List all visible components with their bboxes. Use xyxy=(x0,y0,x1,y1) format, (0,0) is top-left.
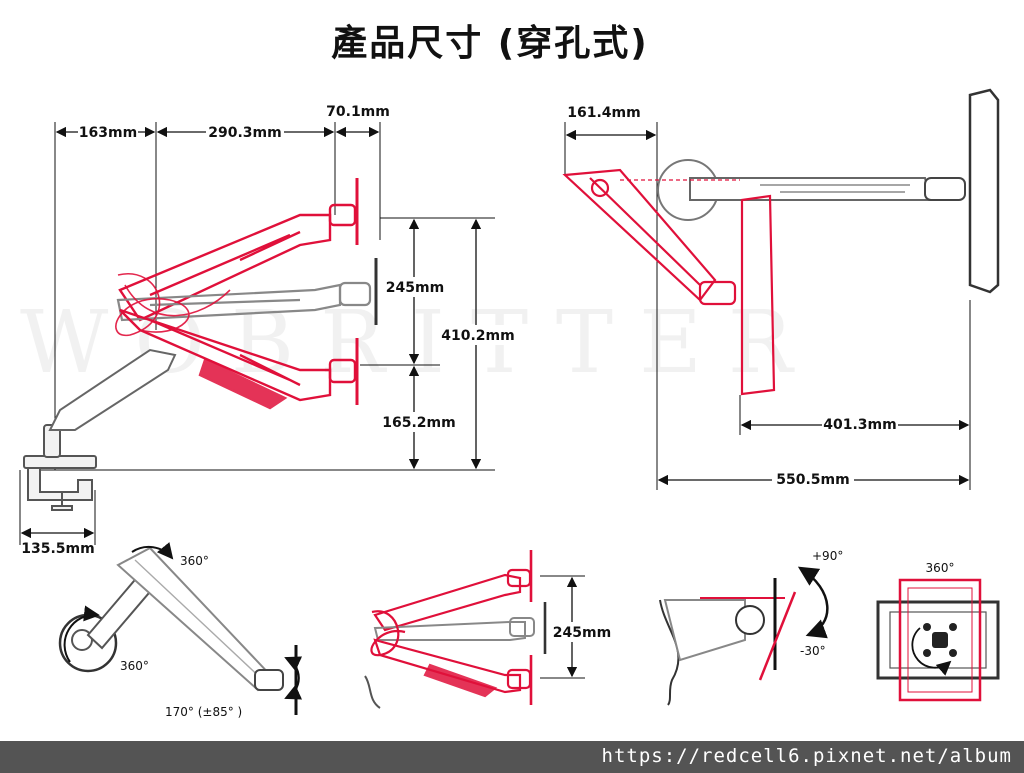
dim-label-245: 245mm xyxy=(386,280,444,296)
label-bg xyxy=(772,469,854,489)
dim-label-550: 550.5mm xyxy=(776,472,849,488)
arm-detail xyxy=(134,559,266,683)
arm-detail xyxy=(760,184,910,193)
swivel-arrow-top xyxy=(131,542,174,560)
label-bg xyxy=(822,414,898,434)
tilt-view: +90° -30° xyxy=(659,549,843,706)
dim-label-165: 165.2mm xyxy=(382,415,455,431)
vesa-joint xyxy=(924,177,966,201)
angle-swivel-top: 360° xyxy=(180,554,209,568)
swivel-view: 360° 360° 170° (±85° ) xyxy=(58,542,303,719)
tilt-pole xyxy=(659,599,680,706)
label-bg xyxy=(440,325,516,345)
tilt-arm xyxy=(663,599,746,662)
tilt-arrow xyxy=(284,656,303,700)
dim-label-lift: 245mm xyxy=(553,625,611,641)
label-bg xyxy=(382,412,454,432)
lift-pole xyxy=(364,675,381,709)
desk-clamp xyxy=(23,424,97,511)
tilt-arc-arrow xyxy=(797,566,829,639)
upper-arm-middle xyxy=(116,258,378,325)
head-joint xyxy=(254,669,284,691)
top-view: 161.4mm 401.3mm xyxy=(562,88,1000,490)
vesa-plate-icon xyxy=(923,623,957,657)
tilt-joint xyxy=(735,605,765,635)
angle-tilt-down: -30° xyxy=(800,644,826,658)
dim-label-135: 135.5mm xyxy=(21,541,94,557)
upper-arm-top xyxy=(118,178,359,322)
lift-arm-bottom xyxy=(370,610,533,705)
angle-tilt-up: +90° xyxy=(812,549,843,563)
arm-scribble xyxy=(115,273,231,336)
rotate-view: 360° xyxy=(876,561,1000,702)
dim-label-401: 401.3mm xyxy=(823,417,896,433)
swivel-arrow-base xyxy=(63,605,100,663)
angle-rotate: 360° xyxy=(926,561,955,575)
diagram-canvas: WOBRITTER 163mm 290.3mm 70.1mm 245 xyxy=(19,88,1000,719)
label-bg xyxy=(548,622,610,642)
monitor-portrait-inner xyxy=(907,587,973,693)
monitor-extended xyxy=(968,88,1000,294)
dim-label-70: 70.1mm xyxy=(326,104,390,120)
page-title: 產品尺寸 (穿孔式) xyxy=(331,23,649,64)
monitor-tilted xyxy=(758,591,797,681)
footer-bar: https://redcell6.pixnet.net/album xyxy=(0,741,1024,773)
dim-label-410: 410.2mm xyxy=(441,328,514,344)
side-view: 163mm 290.3mm 70.1mm 245mm 165.2mm 410.2… xyxy=(19,104,516,557)
dim-label-290: 290.3mm xyxy=(208,125,281,141)
footer-url: https://redcell6.pixnet.net/album xyxy=(601,745,1012,767)
lift-arm-top xyxy=(373,550,533,632)
rotate-arrow xyxy=(911,627,952,676)
folded-arm xyxy=(562,168,776,396)
dim-label-163: 163mm xyxy=(79,125,137,141)
dim-label-161: 161.4mm xyxy=(567,105,640,121)
lift-view: 245mm xyxy=(364,550,611,709)
lower-arm xyxy=(48,348,177,431)
label-bg xyxy=(78,122,138,140)
label-bg xyxy=(384,277,446,297)
angle-tilt-head: 170° (±85° ) xyxy=(165,705,242,719)
angle-swivel-base: 360° xyxy=(120,659,149,673)
label-bg xyxy=(206,122,284,140)
extended-arm xyxy=(689,177,932,201)
monitor-portrait xyxy=(898,578,982,702)
